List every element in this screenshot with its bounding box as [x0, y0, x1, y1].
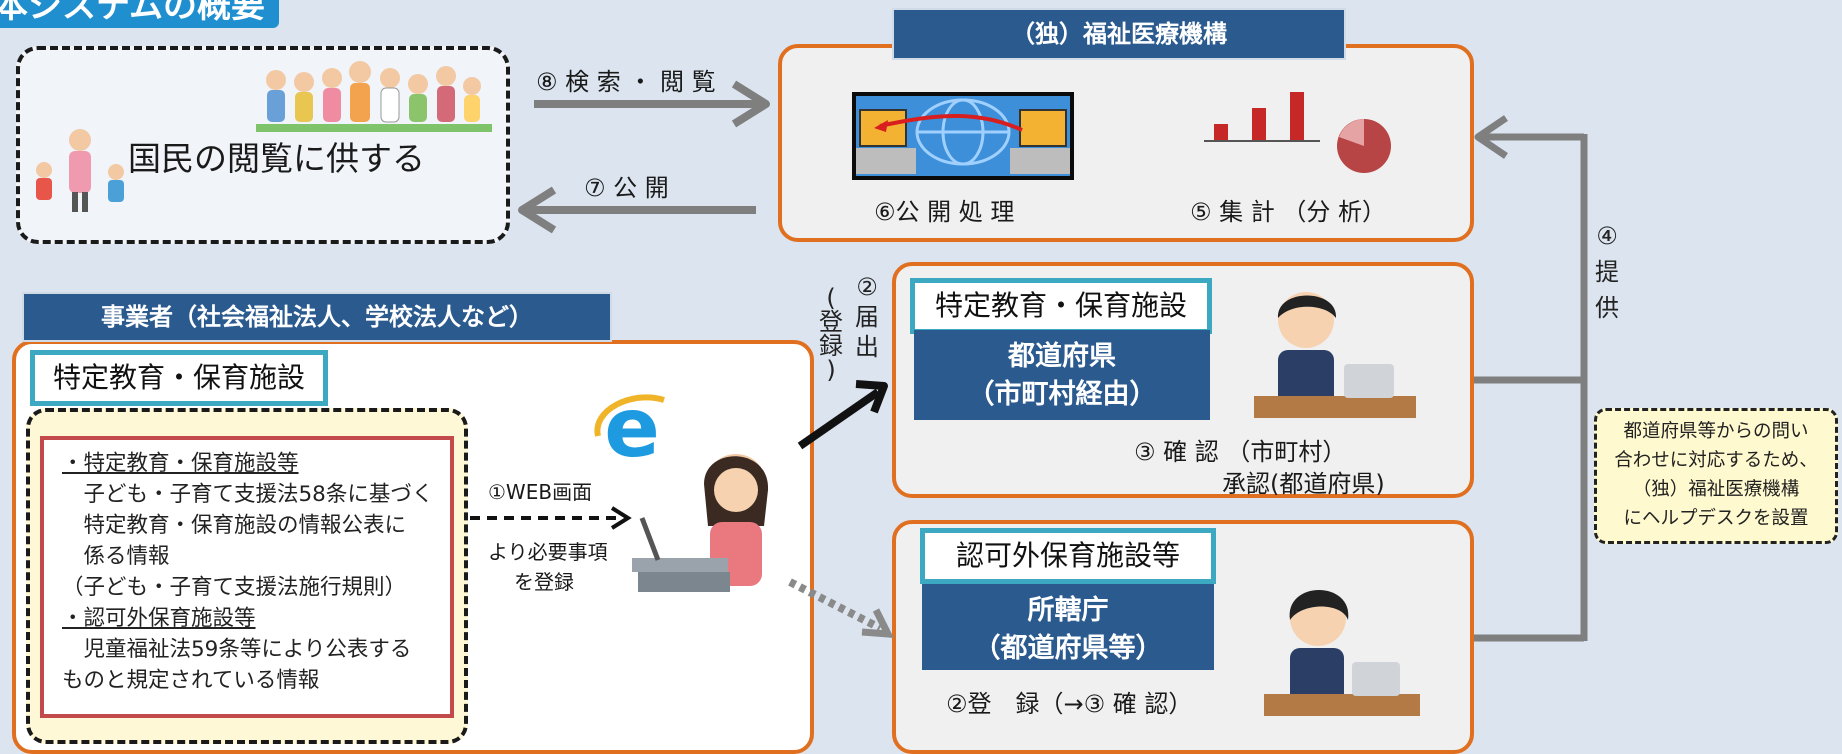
unlicensed-register-label: ②登 録（→③ 確 認）: [946, 690, 1193, 718]
publish-label: ⑦ 公 開: [584, 174, 669, 202]
crowd-illustration: [256, 58, 492, 134]
disclosure-info-list: ・特定教育・保育施設等 子ども・子育て支援法58条に基づく 特定教育・保育施設の…: [40, 436, 454, 718]
info-line: （子ども・子育て支援法施行規則）: [62, 575, 407, 600]
notify-vertical-label: ② 届 出: [855, 273, 879, 361]
operator-title: 事業者（社会福祉法人、学校法人など）: [22, 292, 612, 342]
helpdesk-note: 都道府県等からの問い 合わせに対応するため、 （独）福祉医療機構 にヘルプデスク…: [1594, 408, 1838, 544]
data-transfer-illustration: [852, 92, 1074, 180]
web-entry-label: ①WEB画面: [488, 480, 593, 504]
search-view-label: ⑧ 検 索 ・ 閲 覧: [536, 68, 716, 96]
svg-text:e: e: [604, 390, 660, 466]
info-line: 係る情報: [62, 544, 170, 569]
web-entry-label-2: より必要事項: [488, 540, 608, 564]
page-title: 本システムの概要: [0, 0, 279, 28]
operator-facility-tag: 特定教育・保育施設: [30, 350, 328, 406]
public-viewing-box: [16, 46, 510, 244]
unlicensed-authority: 所轄庁 （都道府県等）: [922, 584, 1214, 670]
prefecture-authority: 都道府県 （市町村経由）: [914, 330, 1210, 420]
browser-icon: e: [592, 390, 672, 466]
provide-vertical-label: ④ 提 供: [1595, 222, 1619, 322]
public-viewing-label: 国民の閲覧に供する: [128, 139, 425, 178]
official-woman-illustration: [1262, 580, 1422, 722]
confirm-label: ③ 確 認 （市町村）: [1134, 438, 1347, 466]
web-entry-label-3: を登録: [514, 570, 574, 594]
pie-chart-icon: [1334, 116, 1394, 176]
register-vertical-label: ( 登 録 ): [819, 284, 843, 384]
info-line: 児童福祉法59条等により公表する: [62, 637, 412, 662]
wam-title: （独）福祉医療機構: [892, 8, 1346, 60]
publish-process-label: ⑥公 開 処 理: [874, 198, 1015, 226]
bar-chart-icon: [1204, 86, 1324, 144]
info-line: 子ども・子育て支援法58条に基づく: [62, 482, 434, 507]
approve-label: 承認(都道府県): [1222, 470, 1385, 498]
provide-connector: [1474, 115, 1588, 642]
operator-staff-illustration: [624, 446, 798, 598]
aggregate-label: ⑤ 集 計 （分 析）: [1190, 198, 1387, 226]
info-line: ・認可外保育施設等: [62, 606, 256, 631]
unlicensed-facility-tag: 認可外保育施設等: [920, 528, 1216, 584]
info-line: ものと規定されている情報: [62, 668, 320, 693]
official-man-illustration: [1252, 284, 1418, 424]
prefecture-facility-tag: 特定教育・保育施設: [910, 278, 1212, 334]
info-line: ・特定教育・保育施設等: [62, 451, 299, 476]
info-line: 特定教育・保育施設の情報公表に: [62, 513, 407, 538]
family-illustration: [24, 126, 136, 216]
